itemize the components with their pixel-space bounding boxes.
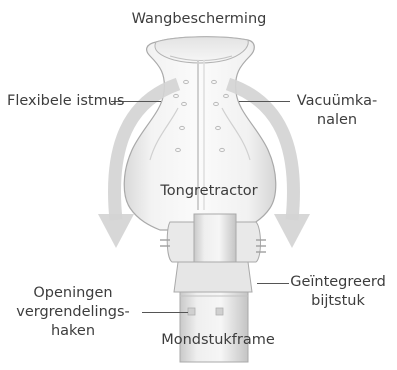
label-cheek-guard: Wangbescherming bbox=[118, 10, 280, 29]
label-integrated-bite-block-line2: bijtstuk bbox=[288, 292, 388, 311]
label-mouthpiece-frame: Mondstukframe bbox=[148, 331, 288, 350]
label-locking-hook-openings-line1: Openingen bbox=[6, 284, 140, 303]
label-vacuum-channels-line2: nalen bbox=[291, 111, 383, 130]
mouthpiece-frame-tube bbox=[180, 292, 248, 362]
label-flexible-isthmus: Flexibele istmus bbox=[7, 92, 124, 111]
device-outline bbox=[124, 37, 276, 230]
label-integrated-bite-block-line1: Geïntegreerd bbox=[288, 273, 388, 292]
label-integrated-bite-block: Geïntegreerd bijtstuk bbox=[288, 273, 388, 311]
locking-hook-opening-right bbox=[216, 308, 223, 315]
leader-locking-hook-openings bbox=[142, 312, 188, 313]
bite-block-left bbox=[167, 222, 196, 262]
leader-vacuum-channels bbox=[239, 101, 290, 102]
locking-hook-opening-left bbox=[188, 308, 195, 315]
label-locking-hook-openings: Openingen vergrendelings- haken bbox=[6, 284, 140, 341]
label-locking-hook-openings-line3: haken bbox=[6, 322, 140, 341]
label-locking-hook-openings-line2: vergrendelings- bbox=[6, 303, 140, 322]
leader-bite-block bbox=[257, 283, 289, 284]
label-vacuum-channels-line1: Vacuümka- bbox=[291, 92, 383, 111]
label-vacuum-channels: Vacuümka- nalen bbox=[291, 92, 383, 130]
label-tongue-retractor: Tongretractor bbox=[150, 182, 268, 201]
device-body bbox=[124, 37, 276, 230]
